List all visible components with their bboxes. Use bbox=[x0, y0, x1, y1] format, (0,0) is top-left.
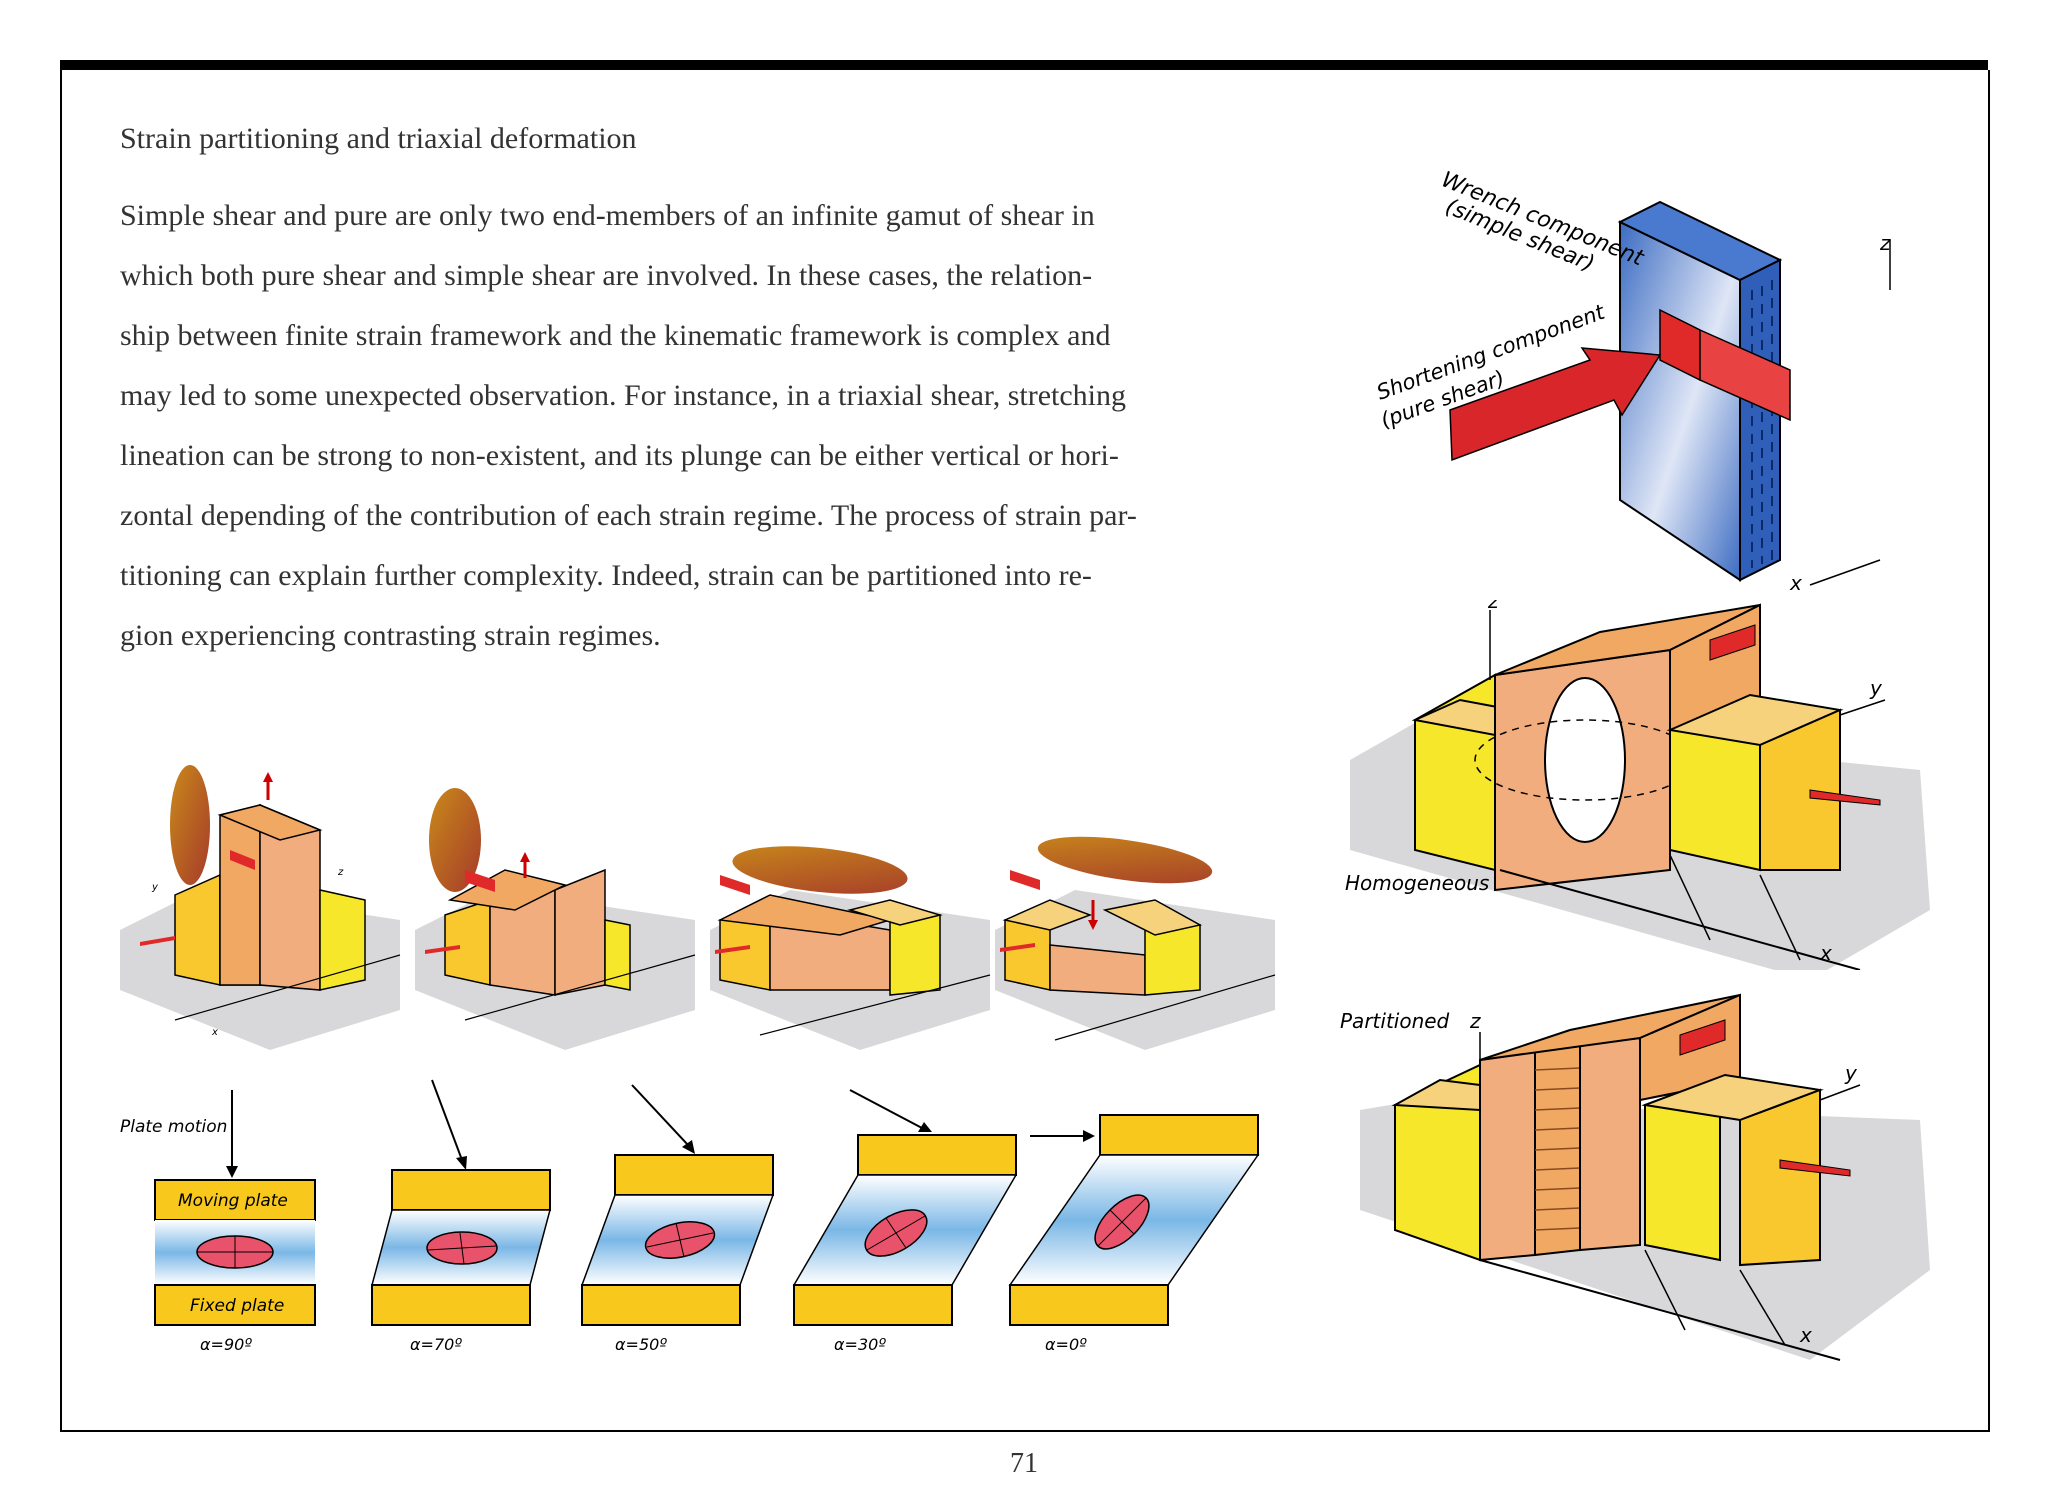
red-arrow bbox=[1809, 789, 1881, 806]
plate-model-4: α=30º bbox=[792, 1089, 1018, 1354]
axis-x-label: x bbox=[1819, 941, 1832, 965]
strain-ellipse-vertical bbox=[1544, 677, 1626, 843]
page-frame bbox=[60, 70, 1990, 1432]
fixed-plate-label: Fixed plate bbox=[190, 1296, 284, 1316]
top-rule bbox=[60, 60, 1988, 70]
red-block-small bbox=[1679, 1019, 1726, 1056]
axis-y-label: y bbox=[1844, 1061, 1858, 1085]
paragraph-line: zontal depending of the contribution of … bbox=[120, 499, 1137, 532]
paragraph-line: titioning can explain further complexity… bbox=[120, 559, 1092, 592]
axis-y-label: y bbox=[151, 882, 159, 893]
strain-ellipsoid bbox=[429, 788, 481, 892]
section-title: Strain partitioning and triaxial deforma… bbox=[120, 122, 637, 155]
figure-block-series: y z x bbox=[120, 765, 1276, 1050]
page-number: 71 bbox=[1010, 1448, 1038, 1479]
figure-homogeneous: z y x Homogeneous bbox=[1345, 600, 1930, 970]
shortening-arrow bbox=[1449, 347, 1662, 462]
axis-y-label: y bbox=[1869, 676, 1883, 700]
plate-model-1: Moving plate Fixed plate α=90º bbox=[154, 1179, 316, 1354]
paragraph-line: Simple shear and pure are only two end-m… bbox=[120, 199, 1095, 232]
body-paragraph: Simple shear and pure are only two end-m… bbox=[120, 186, 1340, 666]
homogeneous-label: Homogeneous bbox=[1345, 871, 1489, 895]
block-model-3 bbox=[710, 846, 991, 1050]
block-model-4 bbox=[995, 836, 1276, 1050]
moving-plate-label: Moving plate bbox=[178, 1191, 288, 1211]
partitioned-label: Partitioned bbox=[1340, 1009, 1450, 1033]
figure-partitioned: Partitioned z y x bbox=[1340, 993, 1930, 1361]
axis-z-label: z bbox=[1879, 231, 1891, 255]
angle-label: α=50º bbox=[615, 1335, 667, 1354]
red-arrow bbox=[1779, 1159, 1851, 1177]
plate-model-3: α=50º bbox=[580, 1084, 775, 1354]
axis-x-label: x bbox=[1789, 571, 1802, 595]
panel-2 bbox=[1579, 1036, 1641, 1252]
figure-triaxial-block: Wrench component (simple shear) Shorteni… bbox=[1374, 167, 1891, 595]
block-model-2 bbox=[415, 788, 696, 1050]
right-block-side bbox=[1739, 1088, 1821, 1267]
axis-z-label: z bbox=[1487, 600, 1499, 613]
strain-ellipsoid bbox=[1037, 836, 1213, 884]
angle-label: α=70º bbox=[410, 1335, 462, 1354]
paragraph-line: which both pure shear and simple shear a… bbox=[120, 259, 1093, 292]
plate-motion-label: Plate motion bbox=[120, 1117, 227, 1137]
paragraph-line: may led to some unexpected observation. … bbox=[120, 379, 1126, 412]
paragraph-line: ship between finite strain framework and… bbox=[120, 319, 1111, 352]
block-side-face bbox=[1739, 258, 1781, 582]
figure-plate-series: Plate motion Moving plate Fixed plate α=… bbox=[120, 1079, 1260, 1354]
axis-z-label: z bbox=[1469, 1009, 1481, 1033]
paragraph-line: lineation can be strong to non-existent,… bbox=[120, 439, 1119, 472]
block-front-face bbox=[1619, 220, 1741, 582]
red-block-small bbox=[1709, 624, 1756, 661]
angle-label: α=0º bbox=[1045, 1335, 1087, 1354]
red-shear-block-front bbox=[1699, 328, 1791, 422]
angle-label: α=90º bbox=[200, 1335, 252, 1354]
paragraph-line: gion experiencing contrasting strain reg… bbox=[120, 619, 661, 652]
angle-label: α=30º bbox=[834, 1335, 886, 1354]
plate-model-5: α=0º bbox=[1008, 1114, 1260, 1354]
axis-x-label: x bbox=[1799, 1323, 1812, 1347]
right-block-side bbox=[1759, 708, 1841, 871]
block-model-1: y z x bbox=[120, 765, 401, 1050]
panel-1 bbox=[1479, 1050, 1536, 1262]
axis-z-label: z bbox=[337, 867, 344, 878]
plate-model-2: α=70º bbox=[371, 1079, 551, 1354]
strain-ellipsoid bbox=[732, 846, 908, 894]
strain-ellipsoid bbox=[170, 765, 210, 885]
axis-x-label: x bbox=[211, 1027, 218, 1038]
